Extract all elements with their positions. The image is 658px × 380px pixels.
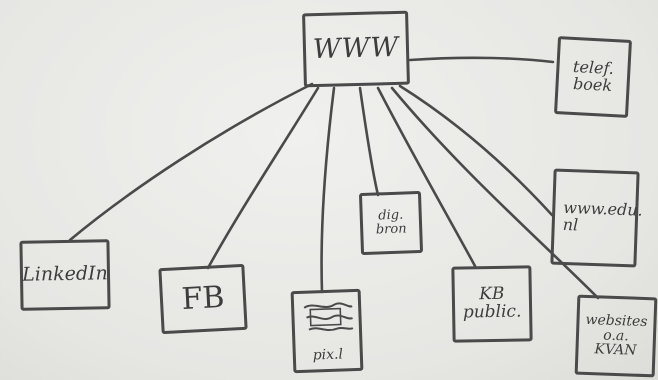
edge-center-telef — [408, 56, 555, 64]
node-websites-label: websites o.a. KVAN — [585, 311, 648, 360]
edge-center-dig — [358, 86, 380, 197]
edge-center-websites — [390, 86, 600, 300]
node-fb-label: FB — [180, 280, 226, 318]
node-linkedin-label: LinkedIn — [22, 262, 108, 286]
node-fb: FB — [158, 263, 248, 335]
edge-center-fb — [206, 86, 320, 270]
scribble-icon — [303, 302, 354, 332]
node-scan: pix.l — [290, 288, 364, 374]
node-websites: websites o.a. KVAN — [574, 294, 658, 378]
edge-center-edu — [398, 84, 554, 217]
node-dig-bron: dig. bron — [358, 190, 424, 256]
node-kb-public-label: KB public. — [462, 283, 522, 323]
node-www-label: WWW — [312, 31, 400, 65]
node-www-edu-label: www.edu. nl — [562, 198, 644, 235]
node-www-edu: www.edu. nl — [550, 168, 644, 268]
edge-center-kb — [376, 86, 477, 268]
node-scan-label: pix.l — [312, 346, 344, 364]
node-kb-public: KB public. — [451, 265, 533, 343]
edge-center-linkedin — [68, 82, 314, 242]
node-www-center: WWW — [302, 10, 410, 88]
edge-center-scan — [320, 86, 336, 294]
node-dig-bron-label: dig. bron — [375, 207, 407, 238]
node-telefoonboek-label: telef. boek — [572, 57, 615, 95]
node-linkedin: LinkedIn — [19, 239, 111, 311]
node-telefoonboek: telef. boek — [554, 36, 632, 118]
